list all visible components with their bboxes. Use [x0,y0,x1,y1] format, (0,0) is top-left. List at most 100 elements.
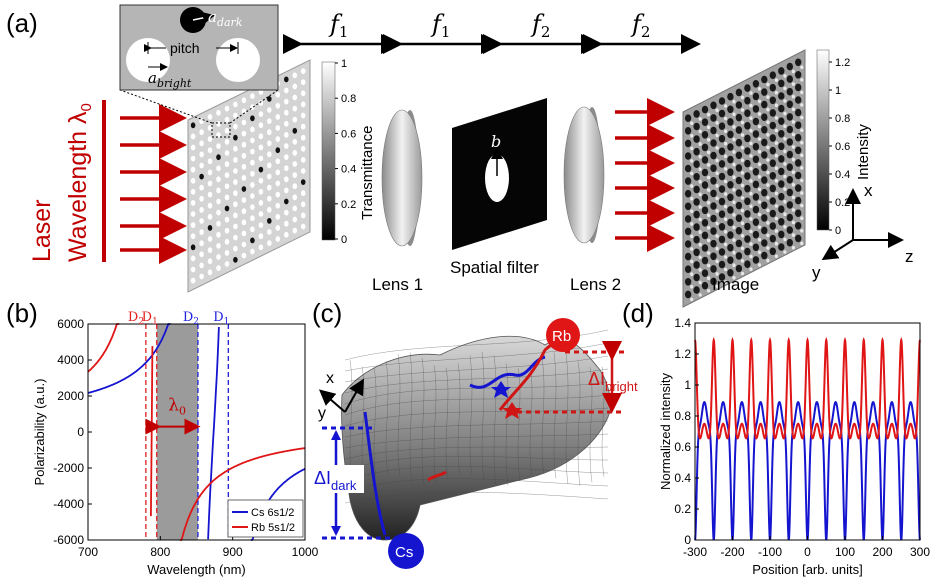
y-tick-label: -4000 [53,497,84,511]
mask-hole [284,76,289,83]
image-bright-spot [783,162,787,166]
mask-hole [207,114,213,120]
image-dark-spot [744,235,751,243]
image-bright-spot [698,293,702,297]
image-dark-spot [761,214,768,222]
x-tick-label: 100 [835,545,855,559]
spatial-filter-label: Spatial filter [450,258,539,277]
image-dark-spot [710,189,717,198]
image-dark-spot [710,151,717,160]
mask-hole [250,182,255,188]
colorbar-tick-label: 0.6 [835,141,850,153]
image-dark-spot [786,87,793,96]
mask-hole [207,158,213,165]
image-dark-spot [684,177,692,185]
mask-hole [241,130,247,137]
x-tick-label: -300 [683,545,707,559]
mask-hole [199,251,204,258]
mask-hole [292,83,298,90]
image-bright-spot [749,166,753,171]
mask-hole [199,195,204,202]
image-dark-spot [684,240,692,248]
mask-hole [207,236,213,242]
mesh-line [541,357,545,475]
image-bright-spot [749,229,753,234]
image-dark-spot [684,164,692,173]
zoom-line-2 [229,89,279,124]
image-dark-spot [752,155,760,164]
image-dark-spot [795,159,802,167]
image-dark-spot [710,265,717,273]
image-bright-spot [783,187,787,191]
mask-hole [207,191,213,198]
mask-hole [199,184,204,191]
image-bright-spot [740,208,745,213]
image-bright-spot [698,142,702,146]
image-bright-spot [698,205,702,209]
lens-1 [381,109,423,247]
laser-arrows [120,104,187,264]
image-bright-spot [783,111,787,116]
x-tick-label: 300 [910,545,930,559]
image-dark-spot [786,188,793,197]
image-bright-spot [749,103,753,108]
image-dark-spot [684,189,692,198]
image-dark-spot [769,159,776,167]
x-tick-label: 0 [804,545,811,559]
y-tick-label: 1 [684,378,691,392]
output-arrows [615,98,675,252]
mask-hole [284,176,289,183]
image-bright-spot [740,120,745,125]
image-bright-spot [783,174,787,179]
image-bright-spot [707,150,711,155]
wavelength-text: Wavelength λ [64,111,92,262]
image-bright-spot [766,120,770,124]
mask-hole [292,172,298,179]
mesh-line [433,365,437,485]
y-tick-label: 0.4 [674,471,691,485]
image-dark-spot [727,231,734,239]
image-dark-spot [684,278,692,286]
mask-hole [300,179,306,186]
mask-hole [224,139,230,145]
image-dark-spot [778,142,785,151]
image-bright-spot [774,204,779,208]
mask-hole [233,168,238,174]
image-dark-spot [744,222,751,231]
mask-hole [190,177,196,184]
image-dark-spot [710,177,717,185]
image-bright-spot [724,204,728,209]
mask-hole [258,211,264,217]
image-dark-spot [693,223,700,231]
image-bright-spot [749,217,753,221]
image-bright-spot [800,241,804,246]
image-dark-spot [735,176,743,185]
mask-hole [284,87,289,94]
mask-hole [190,233,196,240]
image-dark-spot [795,171,802,180]
mask-hole [216,209,221,216]
image-dark-spot [727,206,734,214]
image-bright-spot [698,268,702,272]
mask-hole [284,220,289,227]
image-bright-spot [732,276,736,280]
mask-hole [190,133,196,140]
axis-x-label: x [864,181,873,200]
image-dark-spot [795,71,802,79]
image-bright-spot [707,251,711,255]
image-bright-spot [766,170,770,175]
image-bright-spot [715,246,719,251]
image-dark-spot [795,209,802,217]
mask-hole [267,218,272,224]
mask-hole [300,79,306,86]
image-bright-spot [732,150,736,154]
image-dark-spot [684,127,692,135]
image-bright-spot [800,78,804,82]
mask-hole [207,258,213,265]
mask-hole [233,134,238,141]
image-dark-spot [735,214,743,222]
svg-text:ΔIdark: ΔIdark [314,468,357,493]
